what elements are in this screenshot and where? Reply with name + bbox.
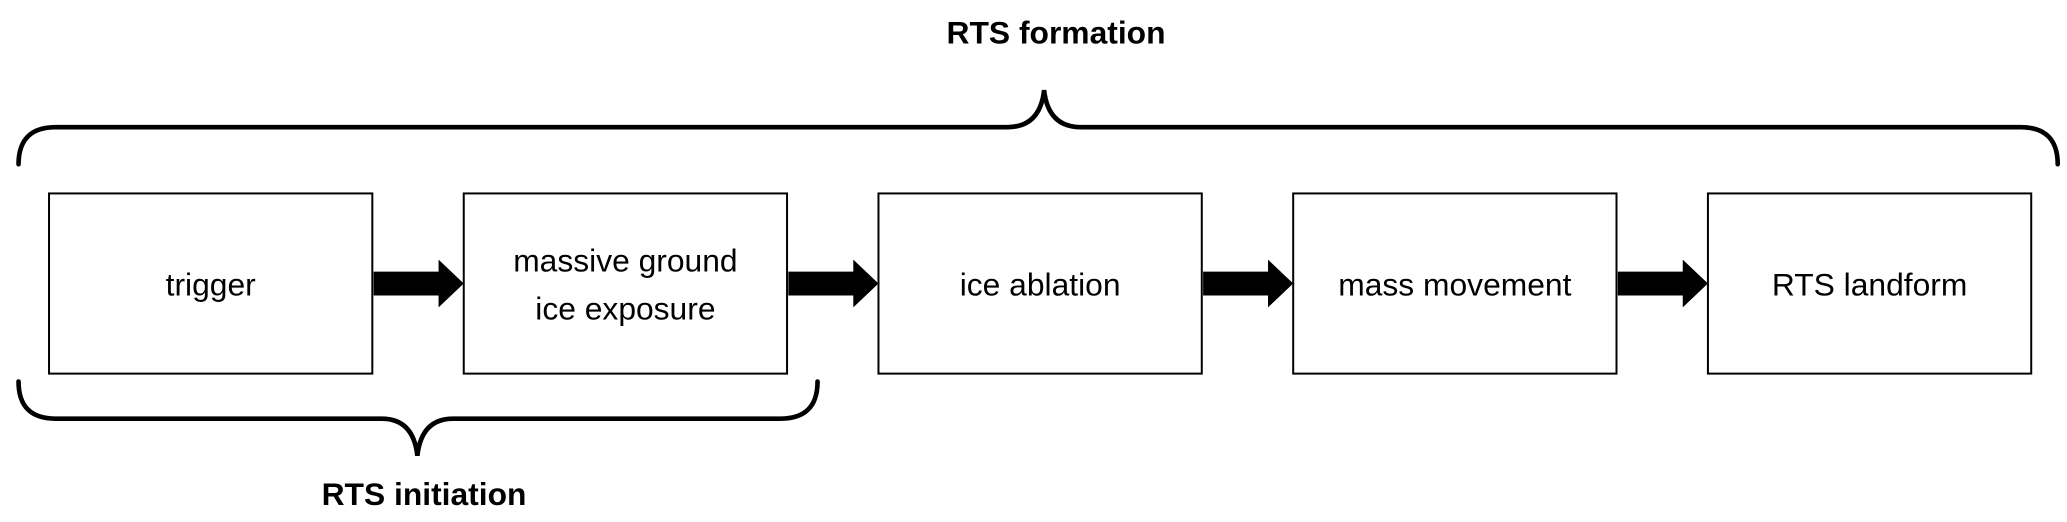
step-trigger: trigger <box>48 192 374 375</box>
step-label-line2: ice exposure <box>535 290 715 326</box>
step-rts-landform: RTS landform <box>1706 192 2033 375</box>
step-mass-movement: mass movement <box>1292 192 1618 375</box>
arrow-right-icon <box>788 259 879 308</box>
step-label: ice ablation <box>960 266 1121 302</box>
rts-formation-brace <box>16 89 2061 167</box>
step-box <box>1706 192 2033 375</box>
step-massive-ground-ice-exposure: massive ground ice exposure <box>462 192 789 375</box>
arrow-right-icon <box>373 259 464 308</box>
step-label-line1: massive ground <box>513 243 737 279</box>
rts-initiation-brace <box>16 379 820 457</box>
step-label: RTS landform <box>1772 266 1967 302</box>
step-box <box>877 192 1203 375</box>
rts-formation-label: RTS formation <box>947 15 1166 51</box>
arrow-right-icon <box>1203 259 1294 308</box>
step-box <box>462 192 789 375</box>
arrow-right-icon <box>1617 259 1708 308</box>
step-box <box>48 192 374 375</box>
step-box <box>1292 192 1618 375</box>
step-label: trigger <box>166 266 257 302</box>
step-label: mass movement <box>1338 266 1571 302</box>
step-ice-ablation: ice ablation <box>877 192 1203 375</box>
rts-initiation-label: RTS initiation <box>322 476 527 512</box>
